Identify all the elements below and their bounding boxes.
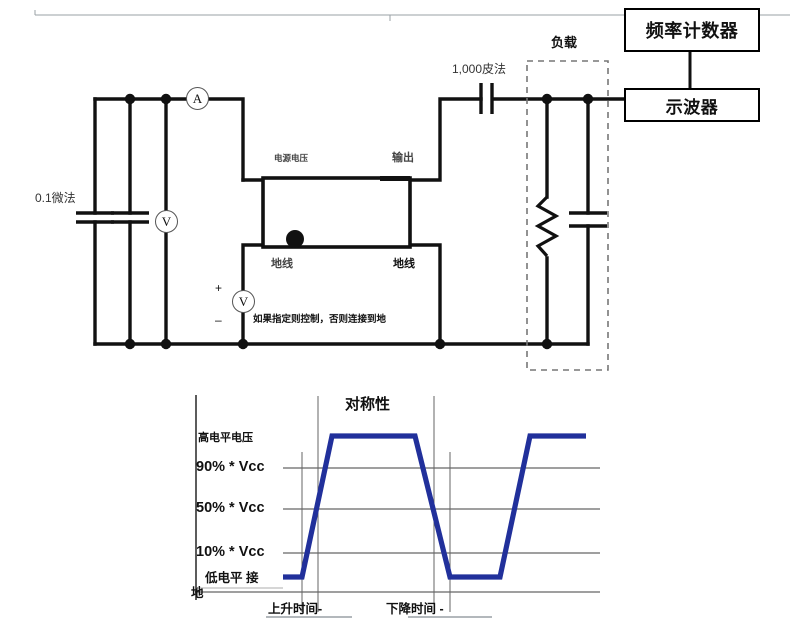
coupling-capacitor [479,83,494,114]
junction-load-top-a [541,93,553,105]
junction-bottom-b [160,338,172,350]
pin-one-dot [286,230,304,248]
ground-pin-label-left: 地线 [271,258,293,270]
symmetry-annotation: 对称性 [345,396,391,413]
polarity-plus-label: + [215,281,223,295]
junction-top-b [160,93,172,105]
frequency-counter-box[interactable]: 频率计数器 [624,8,760,52]
junction-load-top-b [582,93,594,105]
junction-bottom-a [124,338,136,350]
load-dashed-boundary [526,60,609,371]
junction-bottom-c [237,338,249,350]
low-level-label-line2: 地 [191,586,204,600]
load-capacitor [569,211,607,228]
control-pin-note: 如果指定则控制，否则连接到地 [253,314,387,325]
supply-capacitor-label: 0.1微法 [35,191,76,205]
junction-dots [124,93,594,350]
ammeter[interactable]: A [186,87,209,110]
supply-voltage-label: 电源电压 [274,153,309,163]
voltmeter-control-symbol: V [238,293,249,309]
waveform-trace [283,433,586,580]
junction-load-bottom-a [541,338,553,350]
low-level-label-line1: 低电平 接 [205,571,259,585]
voltmeter-control[interactable]: V [232,290,255,313]
y-tick-label-10: 10% * Vcc [196,544,265,560]
fall-time-annotation: 下降时间 - [386,602,444,616]
voltmeter-supply-symbol: V [161,213,172,229]
wire-output-up [408,97,483,182]
oscilloscope-box[interactable]: 示波器 [624,88,760,122]
junction-top-a [124,93,136,105]
wire-gnd-left-pin [241,243,265,292]
ground-pin-label-right: 地线 [393,258,415,270]
supply-capacitors [76,211,149,224]
y-tick-label-50: 50% * Vcc [196,500,265,516]
output-pin-label: 输出 [392,152,414,164]
rise-time-annotation: 上升时间- [268,602,323,616]
load-resistor [534,195,560,258]
load-block-label: 负载 [551,35,578,50]
voltmeter-supply[interactable]: V [155,210,178,233]
output-pin-marker [380,176,410,181]
y-tick-label-90: 90% * Vcc [196,459,265,475]
wire-ammeter-to-vcc [207,97,245,182]
wire-gnd-right-pin [408,243,442,346]
frequency-counter-label: 频率计数器 [645,21,739,41]
ammeter-symbol: A [192,90,203,106]
junction-bottom-d [434,338,446,350]
high-level-label: 高电平电压 [198,432,253,444]
polarity-minus-label: – [215,313,222,327]
oscilloscope-label: 示波器 [665,97,719,117]
coupling-capacitor-label: 1,000皮法 [452,62,507,76]
